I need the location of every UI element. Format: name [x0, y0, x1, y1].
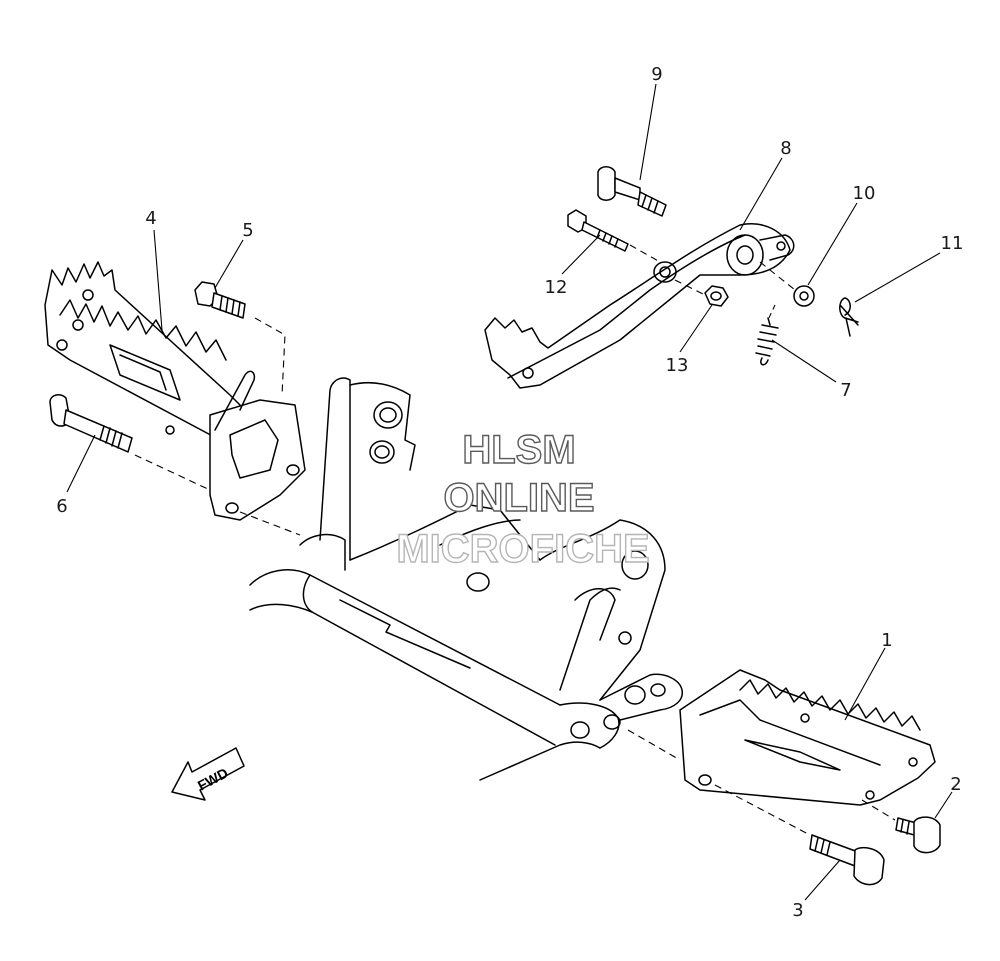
clip-11 [839, 297, 859, 337]
spring-7 [755, 304, 779, 366]
brake-pedal [484, 223, 795, 389]
callout-9: 9 [651, 64, 662, 85]
bolt-9 [597, 166, 667, 217]
watermark-line-2: ONLINE [443, 476, 594, 520]
leader-lines [66, 83, 953, 901]
callout-1: 1 [881, 630, 892, 651]
footrest-right [679, 669, 936, 806]
bolt-12 [567, 209, 629, 252]
nut-13 [704, 285, 729, 307]
callout-8: 8 [780, 138, 791, 159]
bolt-3 [809, 834, 885, 886]
callout-5: 5 [242, 220, 253, 241]
callout-13: 13 [666, 355, 689, 376]
frame [249, 377, 683, 781]
bolt-2 [895, 816, 941, 854]
alignment-lines [134, 244, 896, 836]
callout-2: 2 [950, 774, 961, 795]
callout-3: 3 [792, 900, 803, 921]
callout-11: 11 [941, 233, 964, 254]
watermark-line-3: MICROFICHE [396, 527, 649, 571]
callout-7: 7 [840, 380, 851, 401]
washer-10 [793, 285, 815, 307]
callout-6: 6 [56, 496, 67, 517]
watermark: HLSM ONLINE MICROFICHE [396, 427, 651, 571]
forward-direction-arrow: FWD [171, 747, 245, 801]
callout-labels: 1 2 3 4 5 6 7 8 9 10 11 12 13 [56, 64, 963, 921]
callout-10: 10 [853, 183, 876, 204]
watermark-line-1: HLSM [462, 428, 575, 472]
bolt-5 [194, 281, 246, 319]
bolt-6 [49, 394, 133, 453]
footrest-left [44, 261, 306, 521]
callout-12: 12 [545, 277, 568, 298]
callout-4: 4 [145, 208, 156, 229]
